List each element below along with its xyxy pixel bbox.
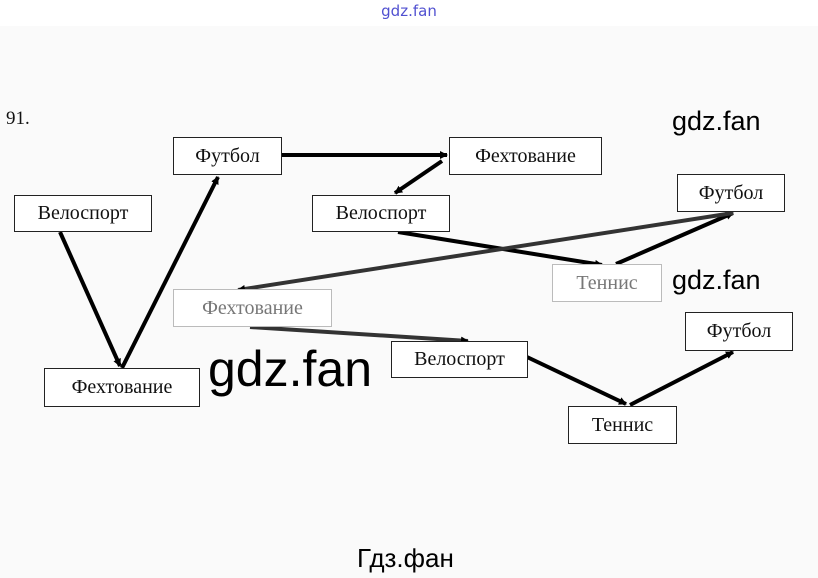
arrow — [526, 355, 627, 406]
arrow — [237, 211, 734, 293]
exercise-number: 91. — [6, 108, 30, 129]
watermark: gdz.fan — [672, 265, 761, 295]
box-football-3: Футбол — [685, 312, 793, 351]
box-tennis-1: Теннис — [552, 264, 662, 302]
box-cycling-2: Велоспорт — [312, 195, 450, 232]
box-football-2: Футбол — [677, 174, 785, 212]
watermark: Гдз.фан — [357, 543, 454, 573]
arrow — [249, 325, 469, 345]
box-football-1: Футбол — [173, 137, 282, 175]
watermark: gdz.fan — [208, 341, 373, 397]
box-fencing-2: Фехтование — [449, 137, 602, 175]
watermark: gdz.fan — [672, 106, 761, 136]
arrow — [120, 176, 220, 369]
arrow — [629, 350, 734, 407]
arrow — [615, 211, 734, 266]
box-fencing-3: Фехтование — [173, 289, 332, 327]
box-tennis-2: Теннис — [568, 406, 677, 444]
arrow — [393, 159, 444, 195]
box-cycling-3: Велоспорт — [391, 341, 528, 378]
watermark-top: gdz.fan — [381, 2, 437, 20]
box-fencing-1: Фехтование — [44, 368, 200, 407]
top-bar — [0, 0, 818, 26]
arrow — [58, 231, 122, 367]
box-cycling-1: Велоспорт — [14, 195, 152, 232]
